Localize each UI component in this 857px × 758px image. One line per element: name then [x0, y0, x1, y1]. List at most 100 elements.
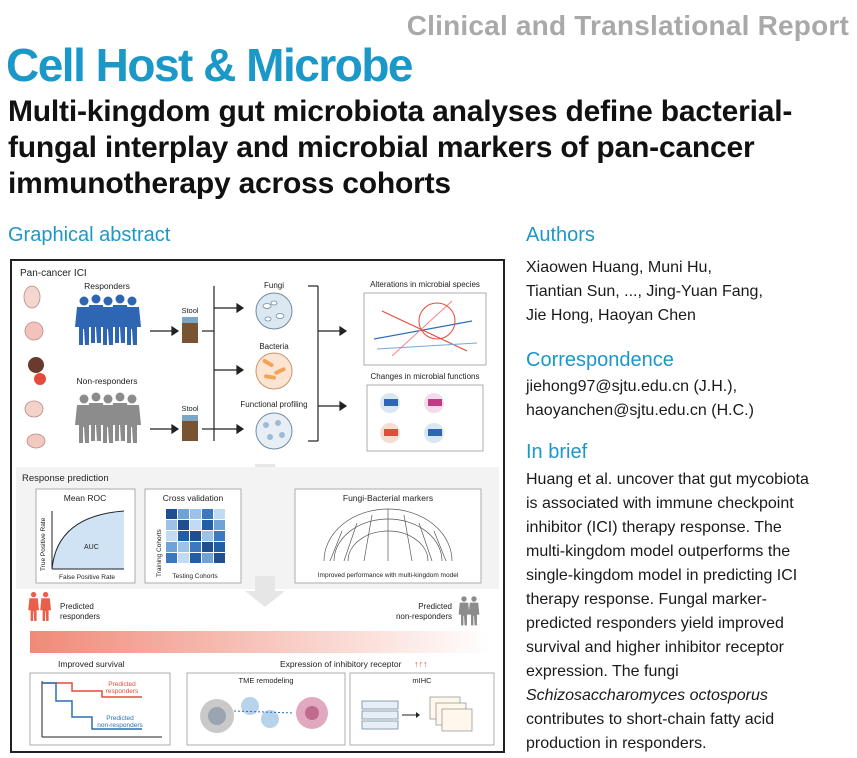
in-brief-heading: In brief: [526, 441, 588, 463]
stool-label-top: Stool: [181, 306, 198, 315]
in-brief-line: expression. The fungi: [526, 663, 679, 680]
changes-label: Changes in microbial functions: [371, 372, 480, 381]
km-pred-non-line1: Predicted: [106, 715, 134, 722]
tme-panel: TME remodeling: [186, 672, 346, 746]
changes-panel: [366, 384, 484, 452]
predicted-non-responder-icons: [458, 596, 480, 626]
in-brief-line: is associated with immune checkpoint: [526, 495, 794, 512]
pan-cancer-label: Pan-cancer ICI: [20, 268, 87, 279]
correspondence-list: jiehong97@sjtu.edu.cn (J.H.), haoyanchen…: [526, 375, 754, 423]
in-brief-text: Huang et al. uncover that gut mycobiota …: [526, 468, 809, 756]
km-pred-resp-line2: responders: [106, 688, 139, 695]
cv-cell: [202, 509, 213, 519]
tpr-label: True Positive Rate: [40, 517, 47, 571]
auc-label: AUC: [84, 544, 99, 551]
fungi-label: Fungi: [264, 281, 284, 290]
cv-cell: [214, 520, 225, 530]
responders-label: Responders: [84, 281, 130, 291]
alterations-label: Alterations in microbial species: [370, 280, 480, 289]
correspondence-email[interactable]: haoyanchen@sjtu.edu.cn (H.C.): [526, 402, 754, 419]
predicted-responder-icons: [28, 591, 51, 621]
stool-label-bottom: Stool: [181, 404, 198, 413]
cv-cell: [178, 531, 189, 541]
authors-line: Tiantian Sun, ..., Jing-Yuan Fang,: [526, 283, 763, 300]
cv-cell: [166, 531, 177, 541]
cv-cell: [178, 553, 189, 563]
non-responder-people: [75, 392, 141, 443]
cv-heatmap: [166, 509, 225, 563]
non-responders-label: Non-responders: [77, 376, 138, 386]
predicted-responders-line2: responders: [60, 612, 100, 621]
authors-list: Xiaowen Huang, Muni Hu, Tiantian Sun, ..…: [526, 256, 763, 328]
stool-tube-bottom: [182, 415, 198, 441]
bacteria-dish: [255, 352, 293, 390]
organ-icons: [23, 285, 46, 449]
in-brief-line: survival and higher inhibitor receptor: [526, 639, 784, 656]
graphical-abstract-figure: Pan-cancer ICI Responders Non-responders…: [16, 268, 499, 746]
km-pred-non-line2: non-responders: [97, 722, 143, 729]
stool-tube-top: [182, 317, 198, 343]
bacteria-label: Bacteria: [259, 342, 289, 351]
expression-label: Expression of inhibitory receptor: [280, 659, 402, 669]
in-brief-line: multi-kingdom model outperforms the: [526, 543, 791, 560]
cross-validation-panel: Cross validation Training Cohorts Testin…: [144, 488, 242, 584]
in-brief-line: single-kingdom model in predicting ICI: [526, 567, 798, 584]
tme-label: TME remodeling: [238, 676, 293, 685]
bracket-arrows-right: [308, 285, 348, 442]
response-prediction-label: Response prediction: [22, 473, 109, 484]
in-brief-line: Huang et al. uncover that gut mycobiota: [526, 471, 809, 488]
authors-heading: Authors: [526, 224, 595, 246]
cv-cell: [190, 553, 201, 563]
correspondence-heading: Correspondence: [526, 349, 674, 371]
cv-cell: [214, 542, 225, 552]
in-brief-line: contributes to short-chain fatty acid: [526, 711, 775, 728]
fpr-label: False Positive Rate: [59, 574, 115, 581]
km-pred-resp-line1: Predicted: [108, 681, 136, 688]
predicted-non-line1: Predicted: [418, 602, 452, 611]
cv-cell: [202, 553, 213, 563]
cross-validation-label: Cross validation: [163, 493, 224, 503]
article-title: Multi-kingdom gut microbiota analyses de…: [8, 95, 793, 200]
cv-cell: [190, 509, 201, 519]
bracket-arrows-left: [202, 286, 245, 441]
in-brief-line: inhibitor (ICI) therapy response. The: [526, 519, 782, 536]
cv-cell: [202, 531, 213, 541]
cv-cell: [178, 542, 189, 552]
cv-cell: [214, 553, 225, 563]
authors-line: Jie Hong, Haoyan Chen: [526, 307, 696, 324]
report-type-label: Clinical and Translational Report: [406, 10, 849, 41]
improved-performance-label: Improved performance with multi-kingdom …: [318, 572, 459, 579]
fungi-dish: [255, 292, 293, 330]
cv-cell: [202, 520, 213, 530]
in-brief-species: Schizosaccharomyces octosporus: [526, 687, 768, 704]
in-brief-line: production in responders.: [526, 735, 707, 752]
cv-cell: [166, 542, 177, 552]
predicted-non-line2: non-responders: [396, 612, 452, 621]
training-cohorts-label: Training Cohorts: [156, 528, 163, 577]
authors-line: Xiaowen Huang, Muni Hu,: [526, 259, 712, 276]
cv-cell: [214, 531, 225, 541]
cv-cell: [190, 542, 201, 552]
functional-dish: [255, 412, 293, 450]
responder-people: [75, 294, 141, 345]
improved-survival-label: Improved survival: [58, 659, 125, 669]
testing-cohorts-label: Testing Cohorts: [172, 573, 218, 580]
cv-cell: [166, 553, 177, 563]
journal-name: Cell Host & Microbe: [6, 39, 414, 91]
cv-cell: [178, 520, 189, 530]
predicted-responders-line1: Predicted: [60, 602, 94, 611]
flow-arrow-2: [245, 576, 285, 607]
graphical-abstract: Pan-cancer ICI Responders Non-responders…: [10, 259, 505, 753]
alterations-panel: [363, 292, 487, 366]
cv-cell: [202, 542, 213, 552]
cv-cell: [190, 520, 201, 530]
dendrogram: [323, 508, 453, 562]
functional-profiling-label: Functional profiling: [240, 400, 307, 409]
mean-roc-panel: Mean ROC AUC True Positive Rate False Po…: [35, 488, 136, 584]
cv-cell: [166, 509, 177, 519]
prediction-gradient-band: [30, 631, 490, 653]
arrows-to-stool: [150, 325, 180, 435]
cv-cell: [214, 509, 225, 519]
cv-cell: [190, 531, 201, 541]
correspondence-email[interactable]: jiehong97@sjtu.edu.cn (J.H.),: [526, 378, 738, 395]
